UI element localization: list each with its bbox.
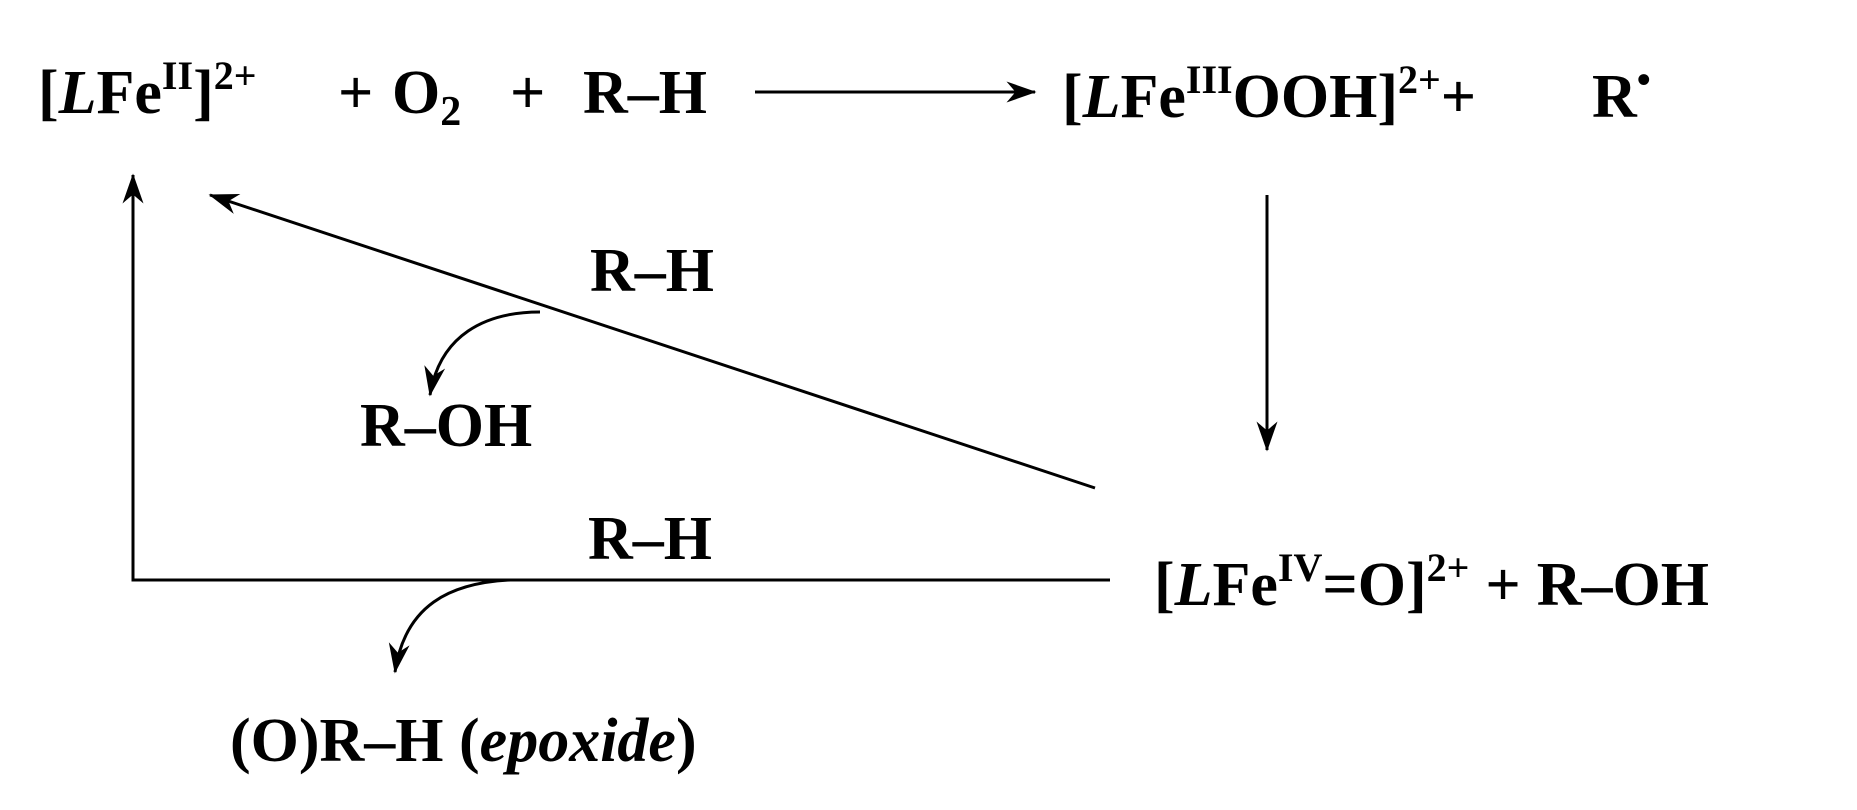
label-epoxide-product: (O)R–H (epoxide): [230, 707, 697, 775]
curved-arrow-to-epoxide: [388, 578, 511, 674]
plus-sign-2: +: [510, 59, 546, 127]
curved-arrow-to-alcohol: [424, 310, 541, 397]
label-substrate-hydroxylation: R–H: [590, 237, 714, 305]
label-fe4-oxo: [LFeIV=O]2++R–OH: [1154, 545, 1709, 619]
label-fe2-complex: [LFeII]2+: [38, 53, 257, 127]
plus-sign-1: +: [338, 59, 374, 127]
label-alcohol-side-product: R–OH: [360, 392, 533, 460]
label-substrate-epoxidation: R–H: [588, 505, 712, 573]
label-substrate-top: R–H: [583, 59, 707, 127]
arrow-epoxidation-return: [122, 173, 1110, 582]
arrow-hydroxylation-return: [208, 193, 1096, 490]
label-alkyl-radical: R•: [1592, 57, 1651, 131]
label-dioxygen: O2: [392, 59, 462, 135]
label-fe3-hydroperoxo: [LFeIIIOOH]2++: [1062, 57, 1477, 131]
